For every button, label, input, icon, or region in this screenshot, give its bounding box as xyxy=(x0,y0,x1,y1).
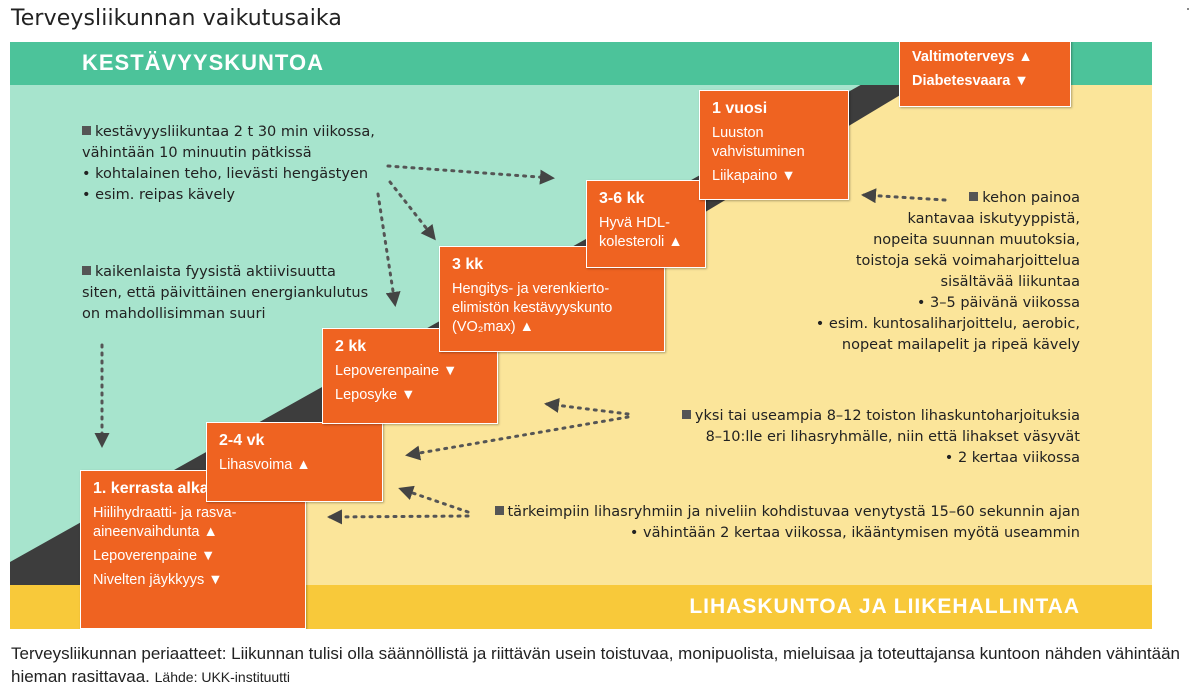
arrow-stretch-to-2-4vk xyxy=(398,485,470,514)
step-item: Leposyke ▼ xyxy=(335,387,416,403)
step-item: Lihasvoima ▲ xyxy=(219,457,311,473)
step-heading: 3-6 kk xyxy=(599,190,645,207)
arrow-down-icon: ▼ xyxy=(1014,73,1029,89)
step-heading: 3 kk xyxy=(452,256,484,273)
corner-mark xyxy=(1187,8,1189,10)
arrow-up-icon: ▲ xyxy=(519,319,535,335)
step-item: Nivelten jäykkyys ▼ xyxy=(93,572,223,588)
arrow-down-icon: ▼ xyxy=(781,168,796,184)
step-heading: 2-4 vk xyxy=(219,432,265,449)
arrow-down-icon: ▼ xyxy=(201,548,216,564)
step-2-4-weeks: 2-4 vk Lihasvoima ▲ xyxy=(206,422,383,502)
diagram: KESTÄVYYSKUNTOA LIHASKUNTOA JA LIIKEHALL… xyxy=(10,42,1152,629)
arrow-up-icon: ▲ xyxy=(668,234,683,250)
bullet-square-icon xyxy=(82,126,91,135)
caption: Terveysliikunnan periaatteet: Liikunnan … xyxy=(11,644,1181,686)
step-3-6-months: 3-6 kk Hyvä HDL-kolesteroli ▲ xyxy=(586,180,706,268)
step-item: Liikapaino ▼ xyxy=(712,168,796,184)
arrow-impact-to-1vuosi xyxy=(861,188,947,204)
arrow-endurance-to-2kk xyxy=(376,192,401,307)
endurance-band-label: KESTÄVYYSKUNTOA xyxy=(82,50,324,75)
step-heading: 1 vuosi xyxy=(712,100,768,117)
connector-arrows xyxy=(94,164,947,525)
step-first-session: 1. kerrasta alkaen Hiilihydraatti- ja ra… xyxy=(80,470,306,629)
arrow-up-icon: ▲ xyxy=(1018,49,1033,65)
note-activity: kaikenlaista fyysistä aktiivisuutta site… xyxy=(82,264,369,322)
arrow-down-icon: ▼ xyxy=(401,387,416,403)
note-stretch: tärkeimpiin lihasryhmiin ja niveliin koh… xyxy=(494,502,1080,544)
step-2-months: 2 kk Lepoverenpaine ▼ Leposyke ▼ xyxy=(322,328,498,424)
step-item: Hiilihydraatti- ja rasva-aineenvaihdunta… xyxy=(93,505,237,540)
arrow-endurance-to-3kk xyxy=(388,180,436,241)
note-strength: yksi tai useampia 8–12 toiston lihaskunt… xyxy=(681,406,1080,469)
strength-band-label: LIHASKUNTOA JA LIIKEHALLINTAA xyxy=(689,595,1080,618)
step-heading: 1. kerrasta alkaen xyxy=(93,480,228,497)
arrow-down-icon: ▼ xyxy=(208,572,223,588)
step-item: Lepoverenpaine ▼ xyxy=(335,363,458,379)
note-endurance: kestävyysliikuntaa 2 t 30 min viikossa, … xyxy=(82,124,375,203)
bullet-square-icon xyxy=(494,506,504,515)
step-item: Diabetesvaara ▼ xyxy=(912,73,1029,89)
arrow-strength-to-2kk xyxy=(544,398,630,416)
arrow-down-icon: ▼ xyxy=(443,363,458,379)
arrow-endurance-to-3-6kk xyxy=(386,164,555,185)
step-item: Hengitys- ja verenkierto-elimistön kestä… xyxy=(452,281,613,335)
bullet-square-icon xyxy=(681,410,691,419)
step-item: Luuston vahvistuminen xyxy=(712,125,805,160)
step-long-term: Valtimoterveys ▲ Diabetesvaara ▼ xyxy=(899,42,1071,107)
arrow-up-icon: ▲ xyxy=(203,524,218,540)
page-title: Terveysliikunnan vaikutusaika xyxy=(11,6,342,31)
step-1-year: 1 vuosi Luuston vahvistuminen Liikapaino… xyxy=(699,90,849,200)
bullet-square-icon xyxy=(969,192,979,201)
step-item: Lepoverenpaine ▼ xyxy=(93,548,216,564)
bullet-square-icon xyxy=(82,266,91,275)
step-item: Valtimoterveys ▲ xyxy=(912,49,1033,65)
arrow-strength-to-2-4vk xyxy=(405,415,630,461)
arrow-up-icon: ▲ xyxy=(296,457,311,473)
note-impact: kehon painoa kantavaa iskutyyppistä, nop… xyxy=(815,190,1080,353)
caption-source: Lähde: UKK-instituutti xyxy=(154,669,291,685)
step-heading: 2 kk xyxy=(335,338,367,355)
step-item: Hyvä HDL-kolesteroli ▲ xyxy=(599,215,683,250)
arrow-stretch-to-1kerta xyxy=(327,509,470,525)
